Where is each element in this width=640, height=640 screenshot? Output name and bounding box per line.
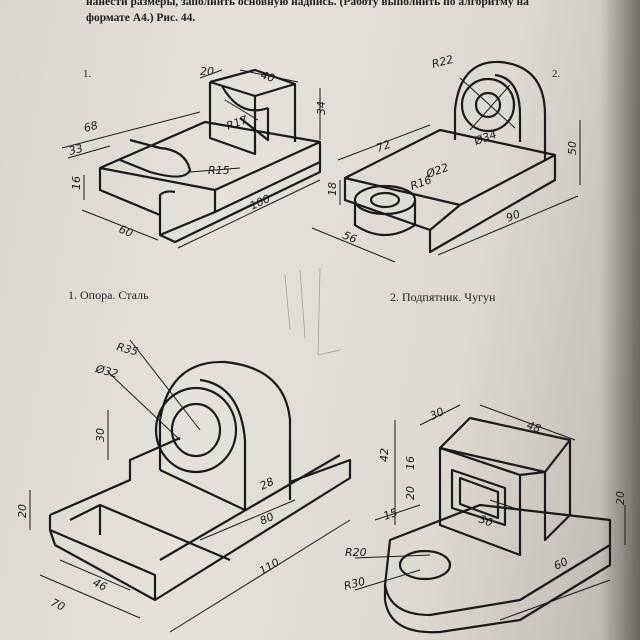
- fig4-dim-r20: R20: [345, 546, 367, 559]
- fig4-dim-30b: 30: [477, 513, 495, 530]
- fig1-dim-68: 68: [82, 119, 99, 135]
- fig2-dim-r22: R22: [430, 53, 454, 71]
- fig3-dim-d32: Ø32: [93, 362, 119, 381]
- fig1-dim-40: 40: [259, 68, 276, 85]
- figure1-drawing: [61, 68, 322, 249]
- fig2-dim-r16: R16: [409, 173, 434, 193]
- fig1-dim-60: 60: [117, 223, 135, 240]
- fig2-dim-56: 56: [341, 229, 359, 246]
- fig2-dim-18: 18: [326, 182, 339, 196]
- figure3-drawing: [29, 339, 352, 633]
- fig1-dim-r15: R15: [208, 164, 230, 177]
- header-text-line2: формате А4.) Рис. 44.: [86, 12, 196, 24]
- fig3-dim-70: 70: [49, 596, 67, 614]
- fig3-dim-r35: R35: [115, 340, 139, 358]
- fig3-dim-30: 30: [94, 428, 107, 442]
- fig3-dim-80: 80: [258, 510, 276, 528]
- figure1-number: 1.: [83, 68, 92, 80]
- fig4-dim-48: 48: [525, 419, 543, 436]
- fig4-dim-30: 30: [428, 405, 446, 423]
- fig4-dim-16: 16: [404, 456, 417, 470]
- fig3-dim-28: 28: [258, 475, 276, 493]
- fig4-dim-15: 15: [382, 506, 400, 523]
- fig1-dim-20: 20: [200, 65, 214, 78]
- fig2-dim-72: 72: [375, 138, 393, 155]
- fig4-dim-60: 60: [552, 555, 570, 573]
- header-text-line1: нанести размеры, заполнить основную надп…: [86, 0, 529, 8]
- fig4-dim-r30: R30: [342, 575, 366, 593]
- figure2-number: 2.: [552, 68, 561, 80]
- fig1-dim-16: 16: [70, 176, 83, 190]
- fig3-dim-110: 110: [257, 556, 282, 578]
- fig2-dim-50: 50: [566, 141, 579, 155]
- fig1-dim-33: 33: [67, 142, 84, 158]
- fig4-dim-20: 20: [404, 486, 417, 500]
- photo-shadow: [600, 0, 640, 640]
- fig2-dim-90: 90: [504, 207, 522, 224]
- figure2-drawing: [311, 60, 581, 263]
- fig1-dim-34: 34: [315, 101, 328, 115]
- fig3-dim-20: 20: [16, 504, 29, 518]
- fig3-dim-46: 46: [91, 576, 109, 594]
- fig2-dim-d34: Ø34: [472, 128, 499, 148]
- figure1-caption: 1. Опора. Сталь: [68, 288, 149, 302]
- figure2-caption: 2. Подпятник. Чугун: [390, 290, 496, 304]
- fig4-dim-42: 42: [378, 448, 391, 462]
